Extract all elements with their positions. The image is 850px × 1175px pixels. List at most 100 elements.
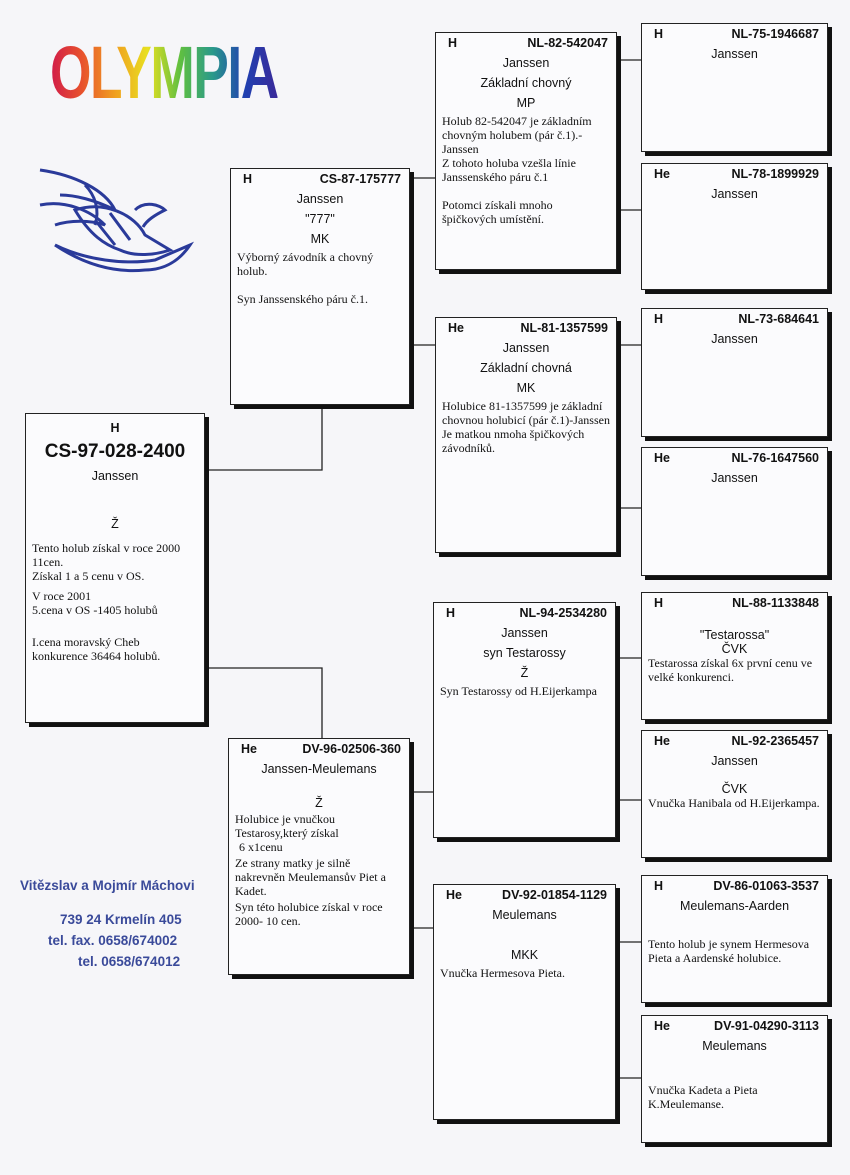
note: Vnučka Hermesova Pieta. (440, 966, 565, 980)
breed: Janssen (711, 754, 758, 768)
color: MP (516, 96, 536, 110)
dove-icon (39, 168, 195, 273)
pigeon-card-sire: H CS-87-175777 Janssen "777" MK Výborný z… (230, 168, 410, 405)
color: Ž (315, 796, 323, 810)
ring-number: NL-82-542047 (527, 36, 608, 50)
ring-number: NL-75-1946687 (731, 27, 819, 41)
color: MKK (510, 948, 539, 962)
ring-number: CS-87-175777 (319, 172, 401, 186)
ring-number: DV-86-01063-3537 (713, 879, 819, 893)
note: Testarossa získal 6x první cenu ve velké… (648, 656, 813, 684)
note: Syn Janssenského páru č.1. (237, 292, 368, 306)
ring-number: NL-78-1899929 (731, 167, 819, 181)
pigeon-name: "Testarossa" (699, 628, 770, 642)
breed: Janssen (501, 626, 548, 640)
breeder-address: 739 24 Krmelín 405 (60, 912, 182, 927)
note: V roce 2001 (32, 589, 92, 603)
note: Potomci získali mnoho špičkových umístěn… (442, 198, 553, 226)
breed: Janssen (711, 47, 758, 61)
pigeon-card-sds: H NL-73-684641 Janssen (641, 308, 828, 437)
note: Holubice 81-1357599 je základní chovnou … (442, 399, 610, 427)
ring-number: CS-97-028-2400 (44, 441, 186, 462)
note: Vnučka Hanibala od H.Eijerkampa. (648, 796, 820, 810)
breeder-names: Vitězslav a Mojmír Máchovi (20, 878, 195, 893)
pigeon-card-ssd: He NL-78-1899929 Janssen (641, 163, 828, 290)
note: Tento holub je synem Hermesova Pieta a A… (648, 937, 810, 965)
note: Získal 1 a 5 cenu v OS. (32, 569, 145, 583)
sex: H (243, 172, 253, 186)
breed: Janssen (502, 341, 550, 355)
color: MK (310, 232, 330, 246)
breed: Janssen (711, 187, 758, 201)
sex: He (654, 451, 670, 465)
sex: He (654, 734, 670, 748)
breeder-tel-fax: tel. fax. 0658/674002 (48, 933, 178, 948)
note: Holub 82-542047 je základním chovným hol… (442, 114, 592, 156)
sex: H (654, 879, 664, 893)
pigeon-card-dam: He DV-96-02506-360 Janssen-Meulemans Ž Ho… (228, 738, 410, 975)
ring-number: DV-91-04290-3113 (714, 1019, 819, 1033)
note: Ze strany matky je silně nakrevněn Meule… (235, 856, 386, 898)
sex: He (446, 888, 462, 902)
note: Syn Testarossy od H.Eijerkampa (440, 684, 597, 698)
pigeon-name: "777" (305, 212, 335, 226)
pigeon-name: Základní chovný (480, 76, 572, 90)
note: I.cena moravský Cheb konkurence 36464 ho… (32, 635, 161, 663)
ring-number: NL-94-2534280 (519, 606, 607, 620)
note: Syn této holubice získal v roce 2000- 10… (235, 900, 383, 928)
pigeon-card-ddd: He DV-91-04290-3113 Meulemans Vnučka Kade… (641, 1015, 828, 1143)
note: Výborný závodník a chovný holub. (237, 250, 374, 278)
breed: Janssen (91, 469, 139, 483)
color: ČVK (721, 782, 748, 796)
ring-number: NL-81-1357599 (520, 321, 608, 335)
sex: H (654, 312, 664, 326)
sex: H (110, 421, 120, 435)
sex: He (241, 742, 257, 756)
pigeon-card-dam-dam: He DV-92-01854-1129 Meulemans MKK Vnučka … (433, 884, 616, 1120)
breed: Meulemans-Aarden (679, 899, 790, 913)
ring-number: NL-92-2365457 (731, 734, 819, 748)
pigeon-name: syn Testarossy (483, 646, 566, 660)
breed: Meulemans (702, 1039, 767, 1053)
note: Z tohoto holuba vzešla línie Janssenskéh… (442, 156, 576, 184)
sex: H (446, 606, 456, 620)
ring-number: NL-76-1647560 (731, 451, 819, 465)
sex: He (654, 167, 670, 181)
ring-number: DV-96-02506-360 (302, 742, 401, 756)
breed: Janssen-Meulemans (261, 762, 377, 776)
sex: H (654, 27, 664, 41)
pigeon-card-subject: H CS-97-028-2400 Janssen Ž Tento holub z… (25, 413, 205, 723)
note: 5.cena v OS -1405 holubů (32, 603, 158, 617)
pigeon-name: Základní chovná (480, 361, 572, 375)
ring-number: NL-88-1133848 (732, 596, 819, 610)
pigeon-card-dss: H NL-88-1133848 "Testarossa" ČVK Testaros… (641, 592, 828, 720)
pigeon-card-sss: H NL-75-1946687 Janssen (641, 23, 828, 152)
ring-number: DV-92-01854-1129 (502, 888, 607, 902)
color: Ž (520, 666, 529, 680)
pigeon-card-dds: H DV-86-01063-3537 Meulemans-Aarden Tento… (641, 875, 828, 1003)
note: Tento holub získal v roce 2000 11cen. (32, 541, 181, 569)
breeder-tel: tel. 0658/674012 (78, 954, 181, 969)
breed: Janssen (296, 192, 344, 206)
color: ČVK (721, 642, 748, 656)
sex: H (448, 36, 458, 50)
note: Holubice je vnučkou Testarosy,který získ… (235, 812, 339, 840)
note: Vnučka Kadeta a Pieta K.Meulemanse. (648, 1083, 758, 1111)
sex: H (654, 596, 664, 610)
breed: Janssen (711, 332, 758, 346)
sex: He (448, 321, 464, 335)
breed: Janssen (711, 471, 758, 485)
color: Ž (111, 517, 119, 531)
pigeon-card-dsd: He NL-92-2365457 Janssen ČVK Vnučka Hanib… (641, 730, 828, 858)
ring-number: NL-73-684641 (738, 312, 819, 326)
sex: He (654, 1019, 670, 1033)
color: MK (516, 381, 536, 395)
breed: Meulemans (492, 908, 557, 922)
note: Je matkou nmoha špičkových závodníků. (442, 427, 585, 455)
breed: Janssen (502, 56, 550, 70)
pigeon-card-sdd: He NL-76-1647560 Janssen (641, 447, 828, 576)
pigeon-card-sire-sire: H NL-82-542047 Janssen Základní chovný MP… (435, 32, 617, 270)
